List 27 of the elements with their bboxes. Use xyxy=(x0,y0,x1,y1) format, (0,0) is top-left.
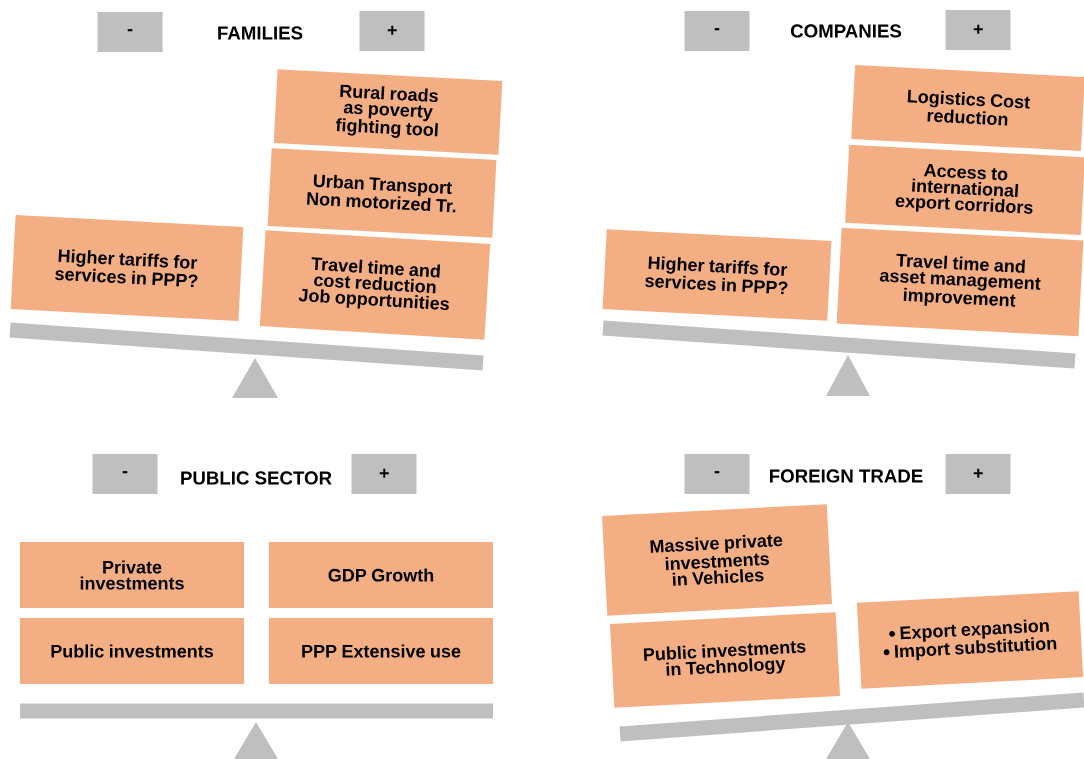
factor-box: GDP Growth xyxy=(269,542,493,608)
factor-box: Private investments xyxy=(20,542,244,608)
factor-box: Public investments xyxy=(20,618,244,684)
panel-heading: COMPANIES xyxy=(790,24,902,38)
panel-heading: FOREIGN TRADE xyxy=(770,469,923,483)
panel-heading: FAMILIES xyxy=(218,26,303,40)
factor-box: Urban Transport Non motorized Tr. xyxy=(267,148,497,238)
factor-box: Access to international export corridors xyxy=(845,144,1084,236)
factor-box: Higher tariffs for services in PPP? xyxy=(602,229,832,321)
sign-box: + xyxy=(359,11,425,51)
factor-box: PPP Extensive use xyxy=(269,618,493,684)
factor-box: Travel time and cost reduction Job opportunities xyxy=(259,230,491,340)
sign-box: - xyxy=(684,454,750,494)
sign-box: - xyxy=(97,12,163,52)
sign-box: - xyxy=(684,11,750,51)
factor-box: Rural roads as poverty fighting tool xyxy=(273,69,503,155)
factor-box: Public investments in Technology xyxy=(609,612,841,708)
sign-box: + xyxy=(945,10,1011,50)
sign-box: - xyxy=(92,454,158,494)
factor-box: Massive private investments in Vehicles xyxy=(602,504,832,616)
factor-box: Higher tariffs for services in PPP? xyxy=(10,215,244,321)
panel-heading: PUBLIC SECTOR xyxy=(181,471,332,485)
bullet-list-box: Export expansion Import substitution xyxy=(856,591,1084,689)
factor-box: Travel time and asset management improvement xyxy=(836,227,1084,337)
factor-box: Logistics Cost reduction xyxy=(851,65,1084,151)
sign-box: + xyxy=(945,454,1011,494)
sign-box: + xyxy=(351,454,417,494)
